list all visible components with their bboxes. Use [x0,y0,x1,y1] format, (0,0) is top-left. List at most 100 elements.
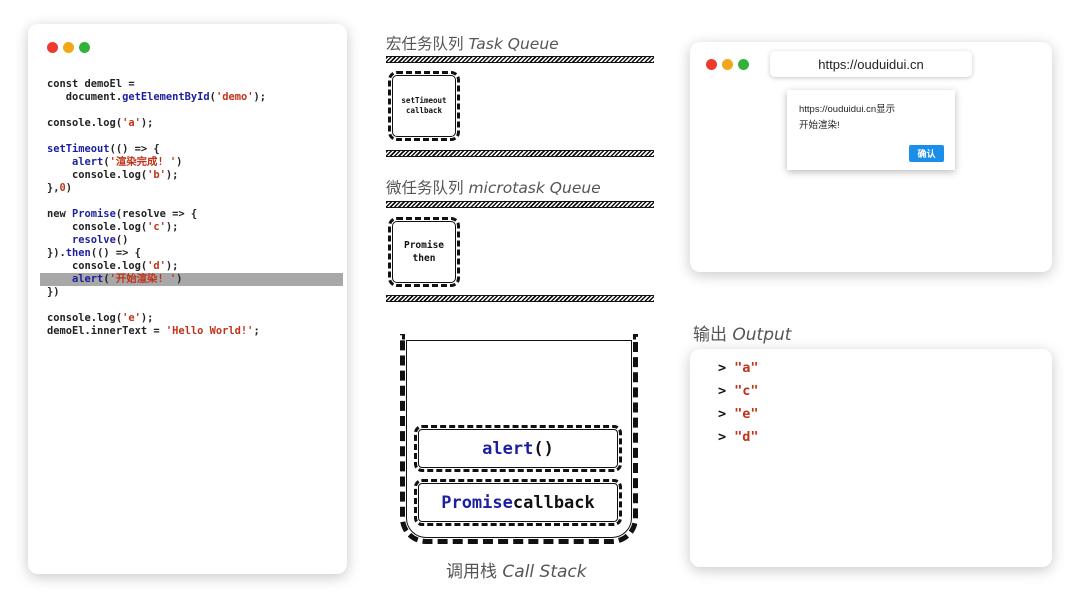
browser-minimize-dot-icon[interactable] [722,59,733,70]
code-line: }) [47,286,343,299]
code-line: document.getElementById('demo'); [47,91,343,104]
stack-frame-alert: alert() [414,425,622,472]
code-token: alert [72,273,104,285]
code-token: const demoEl = [47,78,135,90]
call-stack-container [400,334,638,544]
browser-close-dot-icon[interactable] [706,59,717,70]
code-token: 'Hello World!' [165,325,254,337]
code-token: 'b' [147,169,166,181]
code-token: ) [176,273,183,285]
task-queue-title-en: Task Queue [468,35,559,53]
code-line: },0) [47,182,343,195]
alert-origin-text: https://ouduidui.cn显示 [799,104,896,115]
code-line: console.log('a'); [47,117,343,130]
code-line: setTimeout(() => { [47,143,343,156]
code-blank-line [47,195,343,208]
output-prompt: > [718,383,727,399]
code-blank-line [47,130,343,143]
code-line: console.log('d'); [47,260,343,273]
code-token: 'e' [122,312,141,324]
output-line: >"e" [718,406,759,422]
code-block: const demoEl = document.getElementById('… [40,78,343,338]
output-line: > "c" [718,383,759,399]
microtask-queue-item: Promise then [388,217,460,287]
code-line: }).then(() => { [47,247,343,260]
code-token: console.log( [47,312,123,324]
microtask-item-line-2: then [412,253,436,264]
microtask-queue-top-border [386,201,654,208]
code-token: ; [253,325,260,337]
maximize-dot-icon[interactable] [79,42,90,53]
code-token: alert [482,438,534,459]
code-blank-line [47,104,343,117]
code-token: then [65,247,91,259]
code-token: }) [47,286,60,298]
code-token: ); [165,169,179,181]
minimize-dot-icon[interactable] [63,42,74,53]
code-token: ) [176,156,183,168]
output-prompt: > [718,360,727,376]
address-bar[interactable]: https://ouduidui.cn [770,51,972,77]
code-token: ( [103,273,110,285]
close-dot-icon[interactable] [47,42,58,53]
code-token: setTimeout [47,143,110,155]
code-token: getElementById [122,91,210,103]
code-token: (() => { [109,143,160,155]
microtask-queue-title: 微任务队列 microtask Queue [386,176,601,198]
code-blank-line [47,299,343,312]
code-token: (() => { [90,247,141,259]
code-token: ( [103,156,110,168]
microtask-queue-title-en: microtask Queue [468,179,601,197]
task-item-line-2: callback [405,106,443,115]
code-token: 'demo' [215,91,254,103]
output-line: > "a" [718,360,759,376]
browser-maximize-dot-icon[interactable] [738,59,749,70]
output-line: >"d" [718,429,759,445]
code-token: '渲染完成! ' [109,156,177,168]
code-line: console.log('b'); [47,169,343,182]
code-token: (resolve => { [115,208,198,220]
code-token: () [533,438,554,459]
task-queue-bottom-border [386,150,654,157]
code-token: document. [47,91,123,103]
output-value: "e" [734,406,759,422]
code-token: }). [47,247,66,259]
code-token: 'c' [147,221,166,233]
task-queue-title-cn: 宏任务队列 [386,35,464,53]
code-line: new Promise(resolve => { [47,208,343,221]
code-token: () [115,234,129,246]
code-line: console.log('c'); [47,221,343,234]
code-token: ); [140,117,154,129]
output-value: "a" [734,360,759,376]
code-line: const demoEl = [47,78,343,91]
output-prompt: > [718,429,727,445]
code-token [47,156,72,168]
code-token [47,273,72,285]
code-editor-window: const demoEl = document.getElementById('… [28,24,347,574]
code-token [47,234,72,246]
call-stack-title: 调用栈 Call Stack [446,557,587,582]
code-token: Promise [72,208,116,220]
code-line: resolve() [47,234,343,247]
alert-confirm-button[interactable]: 确认 [909,145,944,162]
stack-frame-promise-callback: Promise callback [414,479,622,526]
code-token: callback [512,492,595,513]
browser-window-controls [706,59,749,70]
output-value: "c" [734,383,759,399]
code-token: console.log( [47,169,148,181]
code-token: 0 [59,182,66,194]
code-token: console.log( [47,117,123,129]
code-token: ); [253,91,266,103]
microtask-queue-title-cn: 微任务队列 [386,179,464,197]
code-token: console.log( [47,260,148,272]
code-token: ( [209,91,216,103]
code-line: alert('渲染完成! ') [47,156,343,169]
task-queue-item: setTimeout callback [388,71,460,141]
code-token: }, [47,182,60,194]
microtask-item-line-1: Promise [403,240,445,251]
code-token: 'd' [147,260,166,272]
code-token: 'a' [122,117,141,129]
code-token: console.log( [47,221,148,233]
output-title: 输出 Output [693,320,791,345]
code-token: '开始渲染! ' [109,273,177,285]
